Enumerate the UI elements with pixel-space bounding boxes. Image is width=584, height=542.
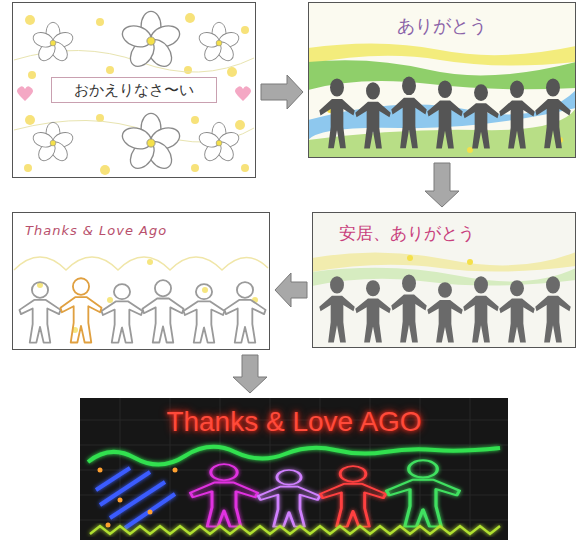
panel-caption: 安居、ありがとう [339, 223, 475, 244]
drawing-use [535, 276, 570, 342]
drawing-use [355, 82, 390, 148]
drawing-use [463, 276, 498, 342]
drawing-panel: Thanks & Love AGO [80, 398, 508, 540]
drawing-g [80, 398, 508, 540]
drawing-panel: ありがとう [308, 2, 576, 158]
drawing-use [190, 464, 257, 526]
drawing-g [319, 274, 570, 342]
drawing-circle [25, 15, 35, 25]
drawing-use [319, 276, 354, 342]
drawing-g [98, 468, 178, 528]
drawing-circle [184, 66, 192, 74]
drawing-panel: おかえりなさ〜い [12, 2, 256, 178]
panel-caption: Thanks & Love Ago [25, 223, 167, 239]
drawing-circle [106, 66, 114, 74]
panel-caption: Thanks & Love AGO [166, 404, 421, 439]
drawing-circle [147, 259, 153, 265]
drawing-circle [98, 468, 103, 473]
drawing-rect [308, 2, 576, 158]
drawing-use [391, 77, 426, 149]
drawing-path [96, 468, 175, 528]
drawing-g [14, 257, 268, 270]
drawing-circle [106, 523, 111, 528]
drawing-rect [312, 212, 576, 348]
thanks-landscape [308, 2, 576, 158]
drawing-circle [241, 164, 249, 172]
drawing-use [197, 122, 241, 164]
drawing-circle [24, 164, 32, 172]
drawing-use [224, 282, 265, 342]
drawing-path [17, 86, 33, 101]
drawing-use [258, 470, 320, 527]
drawing-use [319, 78, 354, 148]
drawing-circle [96, 18, 104, 26]
drawing-use [197, 22, 241, 64]
drawing-circle [118, 498, 123, 503]
outline-people-drawing [12, 212, 270, 350]
drawing-g [319, 77, 570, 149]
drawing-circle [235, 120, 245, 130]
drawing-use [535, 78, 570, 148]
block-arrow [425, 163, 459, 207]
drawing-panel: 安居、ありがとう [312, 212, 576, 348]
drawing-circle [202, 287, 208, 293]
drawing-path [88, 447, 500, 465]
ago-thanks-drawing [312, 212, 576, 348]
block-arrow [233, 355, 267, 393]
drawing-circle [241, 26, 249, 34]
drawing-path [14, 257, 268, 270]
drawing-g [37, 259, 258, 333]
drawing-circle [467, 259, 473, 265]
drawing-use [499, 280, 534, 342]
drawing-circle [148, 510, 153, 515]
drawing-use [31, 22, 75, 64]
drawing-use [355, 280, 390, 342]
block-arrow [261, 75, 303, 109]
drawing-use [31, 122, 75, 164]
drawing-circle [467, 147, 473, 153]
drawing-use [463, 84, 498, 148]
drawing-use [499, 80, 534, 148]
drawing-use [320, 466, 385, 526]
drawing-circle [25, 115, 35, 125]
drawing-use [387, 460, 460, 526]
drawing-use [101, 284, 142, 343]
drawing-use [142, 280, 183, 342]
drawing-circle [407, 255, 413, 261]
drawing-use [19, 282, 60, 342]
drawing-use [120, 113, 183, 173]
drawing-g [96, 468, 175, 528]
drawing-circle [191, 164, 199, 172]
drawing-circle [28, 71, 36, 79]
drawing-g [19, 280, 265, 342]
panel-caption: ありがとう [397, 15, 487, 38]
drawing-circle [191, 116, 199, 124]
welcome-drawing [12, 2, 256, 178]
drawing-use [427, 282, 462, 342]
drawing-rect [12, 2, 256, 178]
drawing-circle [173, 468, 178, 473]
drawing-circle [227, 67, 237, 77]
drawing-use [183, 284, 224, 343]
drawing-circle [185, 13, 195, 23]
drawing-path [90, 526, 500, 534]
drawing-path [120, 398, 470, 540]
drawing-circle [100, 165, 110, 175]
drawing-path [235, 86, 251, 101]
drawing-circle [107, 297, 113, 303]
drawing-use [60, 278, 101, 342]
drawing-rect [12, 212, 270, 350]
drawing-rect [80, 398, 508, 540]
neon-sign-photo [80, 398, 508, 540]
drawing-use [120, 11, 183, 71]
drawing-use [391, 274, 426, 342]
drawing-g [190, 460, 459, 526]
message-box: おかえりなさ〜い [51, 77, 217, 104]
drawing-panel: Thanks & Love Ago [12, 212, 270, 350]
block-arrow [275, 273, 307, 307]
drawing-use [427, 80, 462, 148]
